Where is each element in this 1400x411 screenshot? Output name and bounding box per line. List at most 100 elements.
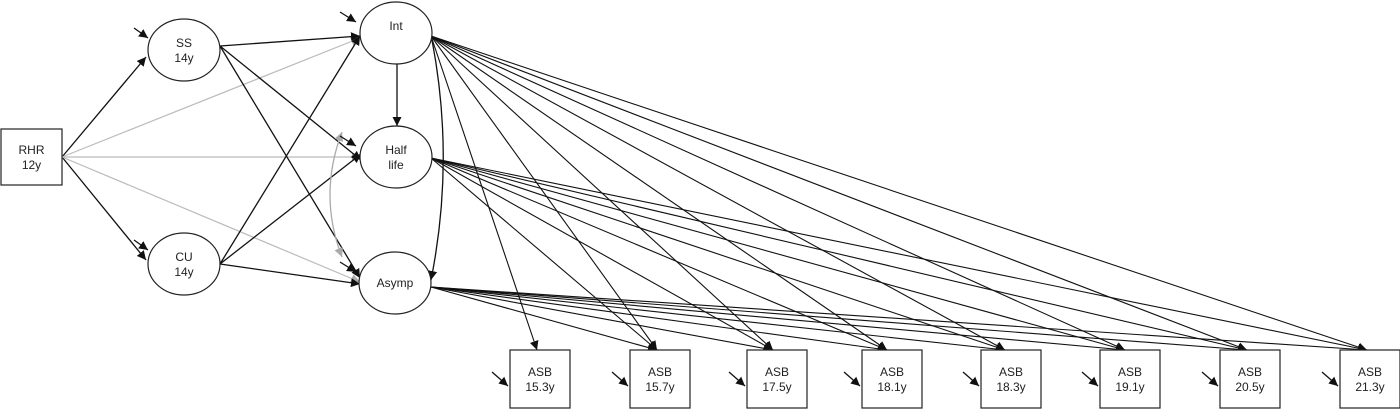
latent-ellipse xyxy=(147,232,221,296)
residual-arrow-asymp xyxy=(339,261,357,273)
path-ss-to-half xyxy=(219,45,362,161)
node-label: Asymp xyxy=(377,276,414,290)
observed-box xyxy=(1099,349,1161,409)
residual-arrow-asb6 xyxy=(1081,371,1099,387)
path-int-to-asb6 xyxy=(430,35,1126,351)
node-label: ASB xyxy=(1118,365,1142,379)
node-sublabel: life xyxy=(388,158,404,172)
path-asymp-to-asb7 xyxy=(430,286,1248,354)
residual-arrow-cu xyxy=(133,239,149,251)
node-label: ASB xyxy=(1238,365,1262,379)
path-asymp-to-asb6 xyxy=(430,286,1126,354)
latent-ellipse xyxy=(147,18,221,82)
path-ss-to-asymp xyxy=(219,45,361,279)
covariance-half-asymp xyxy=(329,131,344,258)
path-asymp-to-asb3 xyxy=(430,286,774,353)
residual-arrow-ss xyxy=(133,27,149,39)
path-rhr-to-ss xyxy=(61,56,147,158)
path-asymp-to-asb5 xyxy=(430,286,1006,354)
residual-arrow-asb3 xyxy=(728,371,746,387)
node-label: CU xyxy=(175,250,192,264)
residual-arrow-asb8 xyxy=(1321,371,1339,387)
node-asymp: Asymp xyxy=(358,251,432,315)
latent-ellipse xyxy=(359,125,433,189)
path-int-to-asb7 xyxy=(430,35,1248,351)
node-sublabel: 19.1y xyxy=(1115,380,1144,394)
path-rhr-to-int xyxy=(61,37,361,158)
node-label: Int xyxy=(389,19,403,33)
path-int-to-asb8 xyxy=(430,35,1368,352)
observed-box xyxy=(0,128,63,186)
path-asymp-to-asb2 xyxy=(430,286,658,352)
node-int: Int xyxy=(359,1,433,65)
path-half-to-asb4 xyxy=(430,157,888,351)
path-half-to-asb7 xyxy=(430,157,1248,353)
node-sublabel: 20.5y xyxy=(1235,380,1264,394)
path-cu-to-half xyxy=(219,153,362,265)
path-half-to-asb5 xyxy=(430,157,1006,352)
observed-box xyxy=(1339,349,1400,409)
node-sublabel: 18.1y xyxy=(877,380,906,394)
residual-arrow-int xyxy=(339,11,357,23)
observed-box xyxy=(509,349,571,409)
path-ss-to-int xyxy=(219,32,361,47)
path-half-to-asb2 xyxy=(430,157,658,351)
path-half-to-asb8 xyxy=(430,157,1368,353)
path-half-to-asb3 xyxy=(430,157,774,351)
node-sublabel: 17.5y xyxy=(762,380,791,394)
node-sublabel: 14y xyxy=(174,51,193,65)
path-rhr-to-asymp xyxy=(61,156,361,283)
node-label: RHR xyxy=(19,143,45,157)
node-label: ASB xyxy=(999,365,1023,379)
observed-box xyxy=(629,349,691,409)
residual-arrow-asb7 xyxy=(1201,371,1219,387)
node-label: SS xyxy=(176,36,192,50)
residual-arrow-asb1 xyxy=(491,371,509,387)
node-label: ASB xyxy=(765,365,789,379)
path-asymp-to-asb4 xyxy=(430,286,888,354)
node-label: ASB xyxy=(648,365,672,379)
node-sublabel: 12y xyxy=(22,158,41,172)
node-label: Half xyxy=(385,143,407,157)
node-label: ASB xyxy=(528,365,552,379)
latent-ellipse xyxy=(358,251,432,315)
observed-box xyxy=(980,349,1042,409)
node-sublabel: 15.7y xyxy=(645,380,674,394)
observed-box xyxy=(746,349,808,409)
residual-arrow-asb2 xyxy=(611,371,629,387)
observed-box xyxy=(861,349,923,409)
node-sublabel: 15.3y xyxy=(525,380,554,394)
path-int-to-asb5 xyxy=(430,35,1006,351)
node-sublabel: 14y xyxy=(174,265,193,279)
residual-arrow-asb4 xyxy=(843,371,861,387)
path-int-to-asb1 xyxy=(430,35,539,351)
node-label: ASB xyxy=(1358,365,1382,379)
node-sublabel: 21.3y xyxy=(1355,380,1384,394)
residual-arrow-asb5 xyxy=(962,371,980,387)
residual-arrow-half xyxy=(339,135,357,147)
path-half-to-asb6 xyxy=(430,157,1126,352)
path-rhr-to-cu xyxy=(61,156,147,261)
observed-box xyxy=(1219,349,1281,409)
path-cu-to-int xyxy=(219,35,361,265)
node-sublabel: 18.3y xyxy=(996,380,1025,394)
node-label: ASB xyxy=(880,365,904,379)
path-cu-to-asymp xyxy=(219,263,361,288)
path-int-to-asb4 xyxy=(430,35,888,351)
path-int-to-asb2 xyxy=(430,35,658,351)
path-asymp-to-asb8 xyxy=(430,286,1368,354)
latent-ellipse xyxy=(359,1,433,65)
